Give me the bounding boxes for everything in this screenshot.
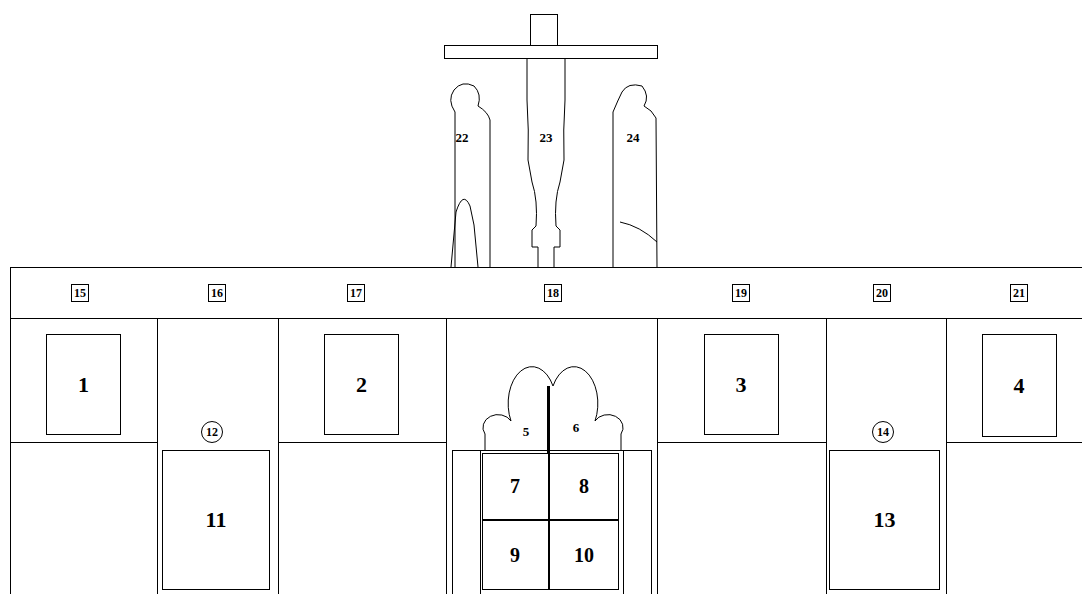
position-number-box: 16 xyxy=(208,284,226,302)
icon-panel: 1 xyxy=(46,334,121,435)
cross-bar xyxy=(445,46,658,59)
door-arch xyxy=(483,367,623,450)
figure-number: 23 xyxy=(540,131,553,144)
position-number: 4 xyxy=(1014,375,1025,397)
figure-number: 24 xyxy=(627,131,640,144)
position-number: 16 xyxy=(211,287,223,299)
position-number: 13 xyxy=(874,509,896,531)
panel-divider xyxy=(826,318,827,594)
panel-divider xyxy=(946,318,947,594)
panel-divider xyxy=(278,318,279,594)
figure-number: 22 xyxy=(456,131,469,144)
position-number: 7 xyxy=(510,476,520,496)
position-number: 21 xyxy=(1013,287,1025,299)
position-number: 17 xyxy=(350,287,362,299)
right-figure-drape xyxy=(620,222,657,242)
christ-figure xyxy=(527,58,538,267)
medallion-circle: 12 xyxy=(201,421,223,443)
position-number: 10 xyxy=(574,545,594,565)
position-number: 19 xyxy=(735,287,747,299)
position-number-box: 18 xyxy=(544,284,562,302)
icon-panel: 2 xyxy=(324,334,399,435)
left-figure xyxy=(451,84,490,267)
panel-line xyxy=(10,442,157,443)
door-number: 6 xyxy=(573,421,580,434)
panel-line xyxy=(657,442,826,443)
panel-divider xyxy=(157,318,158,594)
icon-panel: 3 xyxy=(704,334,779,435)
icon-panel: 11 xyxy=(162,450,270,590)
position-number-box: 21 xyxy=(1010,284,1028,302)
door-panel: 7 xyxy=(482,453,549,520)
door-frame xyxy=(453,451,652,594)
position-number: 9 xyxy=(510,545,520,565)
panel-line xyxy=(946,442,1082,443)
position-number: 12 xyxy=(206,426,218,438)
door-panel: 10 xyxy=(549,520,619,590)
position-number: 3 xyxy=(736,374,747,396)
position-number: 1 xyxy=(78,374,89,396)
panel-divider xyxy=(446,318,447,594)
position-number: 11 xyxy=(206,509,227,531)
position-number: 14 xyxy=(877,426,889,438)
icon-panel: 13 xyxy=(829,450,940,590)
position-number-box: 15 xyxy=(71,284,89,302)
cross-top xyxy=(531,15,558,46)
left-figure-drape xyxy=(451,199,478,267)
panel-divider xyxy=(657,318,658,594)
door-number: 5 xyxy=(523,425,530,438)
door-frame xyxy=(623,450,624,594)
door-panel: 9 xyxy=(482,520,549,590)
tier-line xyxy=(10,318,1082,319)
position-number: 20 xyxy=(876,287,888,299)
icon-panel: 4 xyxy=(982,334,1057,437)
position-number-box: 20 xyxy=(873,284,891,302)
iconostasis-frame xyxy=(11,268,1082,594)
christ-figure xyxy=(554,58,565,267)
panel-line xyxy=(278,442,446,443)
position-number: 15 xyxy=(74,287,86,299)
position-number-box: 17 xyxy=(347,284,365,302)
position-number: 8 xyxy=(579,476,589,496)
right-figure xyxy=(613,85,657,267)
medallion-circle: 14 xyxy=(872,421,894,443)
door-panel: 8 xyxy=(549,453,619,520)
position-number: 18 xyxy=(547,287,559,299)
position-number: 2 xyxy=(356,374,367,396)
position-number-box: 19 xyxy=(732,284,750,302)
